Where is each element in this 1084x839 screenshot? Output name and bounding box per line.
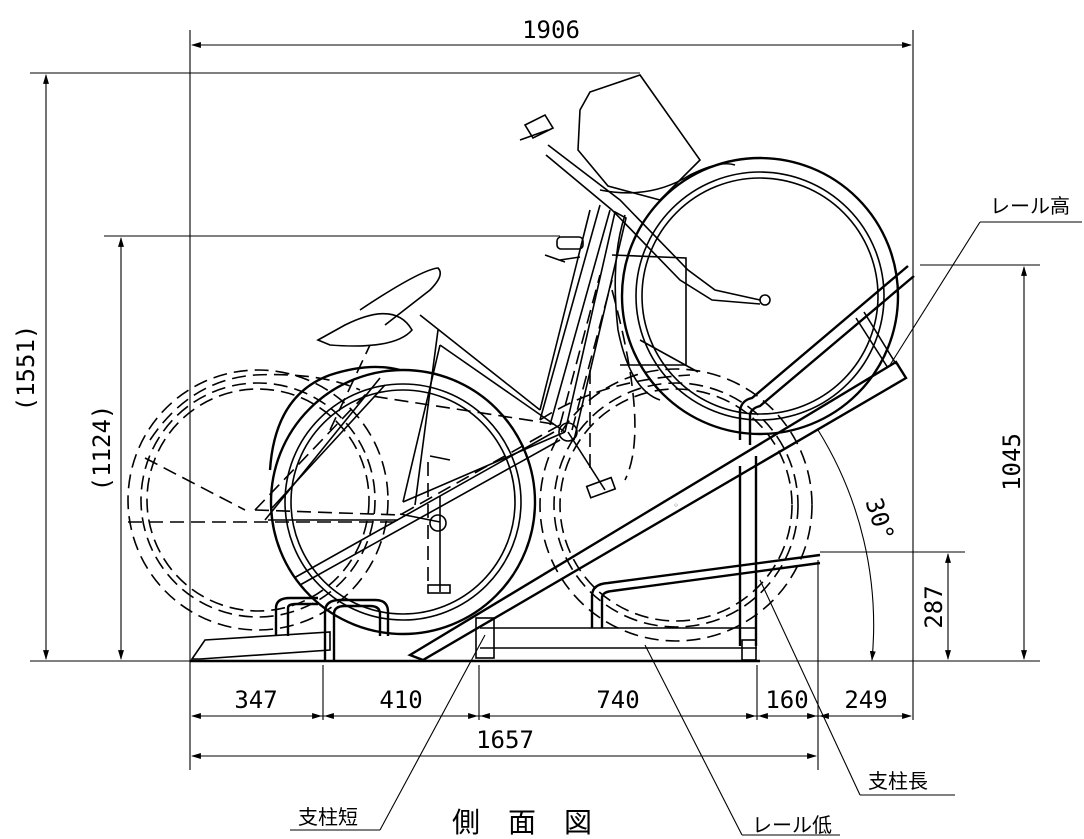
dim-249: 249	[844, 686, 887, 714]
ground-base	[190, 617, 760, 663]
label-rail-low: レール低	[752, 813, 832, 837]
drawing-title: 側面図	[452, 806, 620, 839]
dim-base-length: 1657	[476, 726, 534, 754]
leader-lines	[290, 221, 1082, 836]
dimension-lines	[43, 42, 1027, 759]
dim-overall-width: 1906	[522, 16, 580, 44]
dim-overall-height: (1551)	[12, 325, 40, 412]
dim-post-height: 287	[920, 585, 948, 628]
dim-lower-height: (1124)	[88, 405, 116, 492]
label-post-short: 支柱短	[298, 805, 358, 829]
label-post-long: 支柱長	[868, 769, 928, 793]
upper-bicycle	[519, 74, 900, 436]
dim-angle: 30°	[860, 495, 900, 545]
dim-410: 410	[379, 686, 422, 714]
lower-bicycle	[264, 209, 678, 636]
extension-lines	[30, 30, 1040, 770]
dim-160: 160	[765, 686, 808, 714]
label-rail-high: レール高	[990, 194, 1070, 218]
dim-740: 740	[596, 686, 639, 714]
dim-rail-high-height: 1045	[998, 433, 1026, 491]
dim-347: 347	[234, 686, 277, 714]
alternate-bicycles-dashed	[127, 274, 813, 642]
rack-structure	[293, 265, 915, 662]
